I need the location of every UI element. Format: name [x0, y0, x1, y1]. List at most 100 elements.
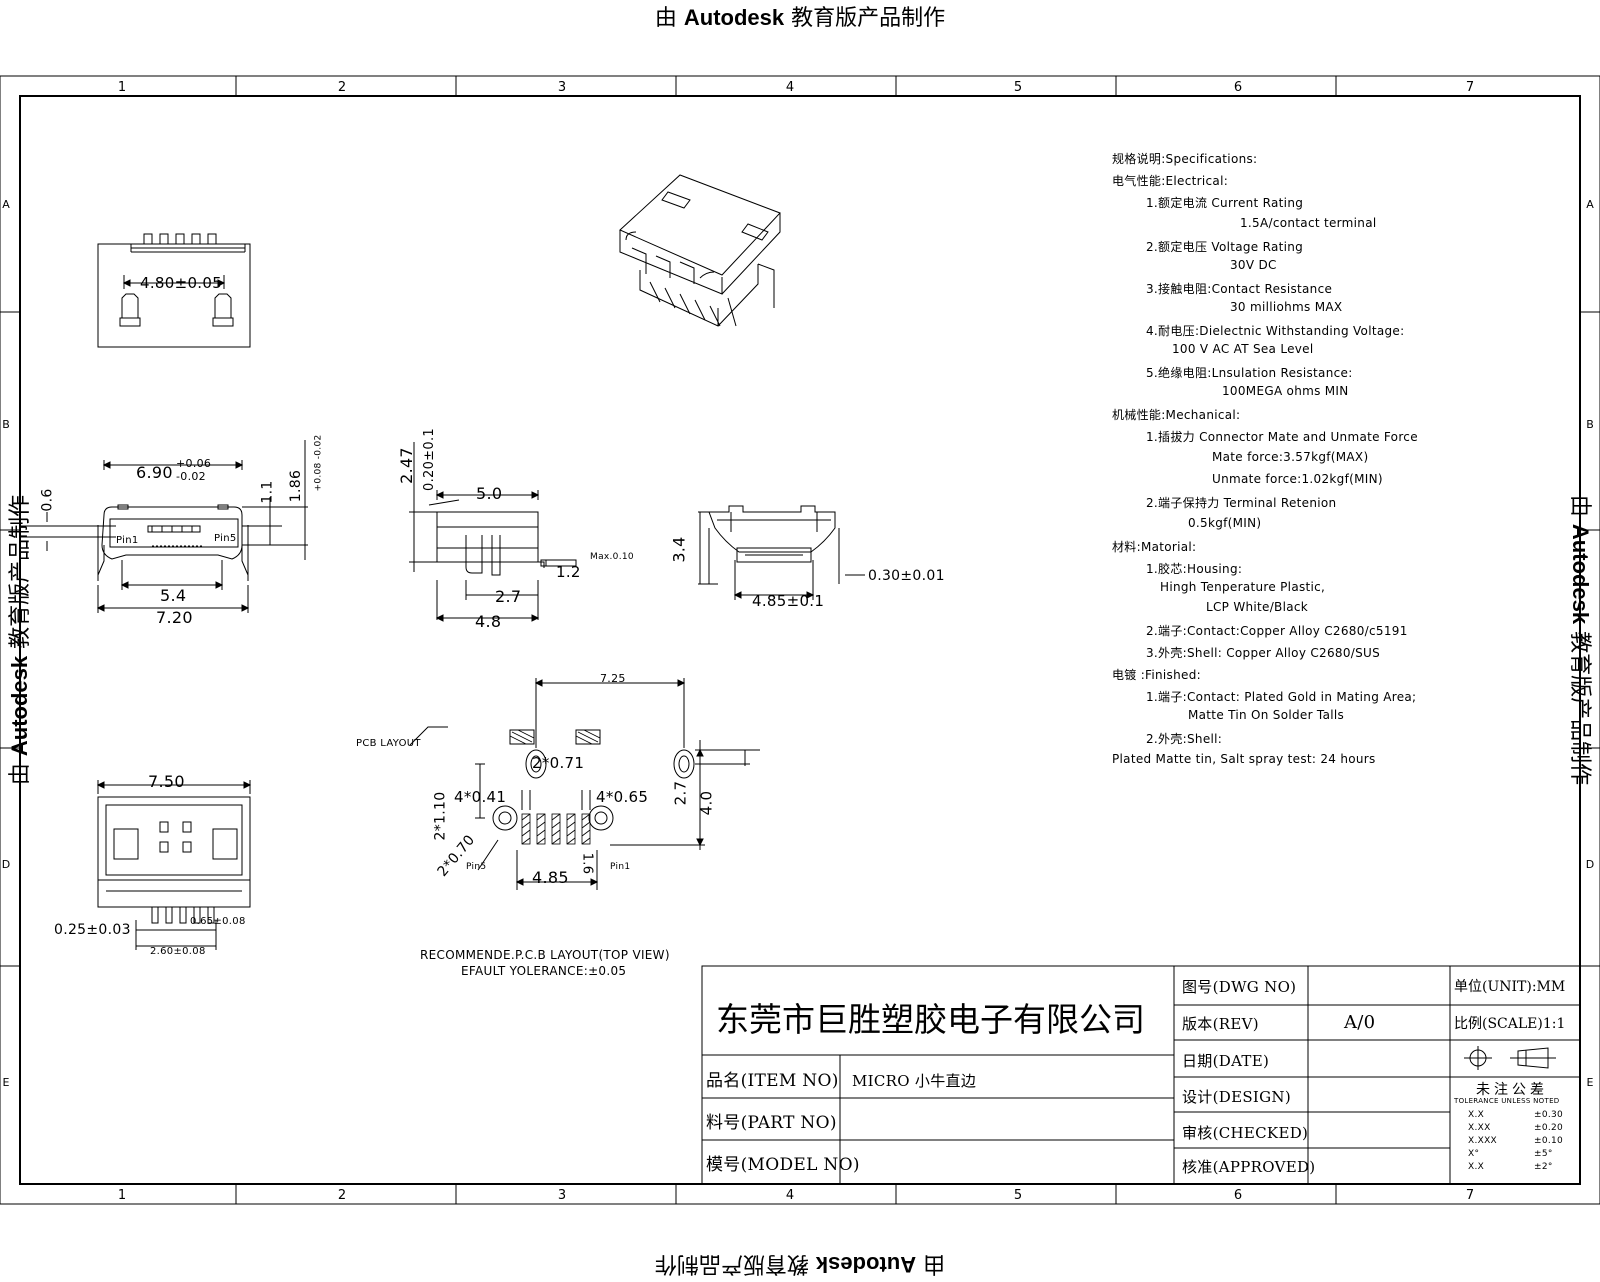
- spec-insulation: 5.绝缘电阻:Lnsulation Resistance:: [1146, 366, 1353, 380]
- zone-col-label: 3: [558, 80, 566, 95]
- spec-retention: 2.端子保持力 Terminal Retenion: [1146, 496, 1337, 510]
- zone-row-label: B: [1586, 418, 1594, 431]
- zone-col-label: 4: [786, 80, 794, 95]
- dim-front-06: 0.6: [39, 488, 56, 512]
- tolerance-value: ±2°: [1534, 1162, 1553, 1172]
- zone-row-label: E: [3, 1076, 10, 1089]
- dim-front-690: 6.90: [136, 463, 173, 482]
- dim-side-27: 2.7: [495, 587, 522, 606]
- spec-contact-res: 3.接触电阻:Contact Resistance: [1146, 282, 1333, 296]
- tolerance-value: ±0.30: [1534, 1110, 1564, 1120]
- spec-finish-shell2: Plated Matte tin, Salt spray test: 24 ho…: [1112, 752, 1376, 766]
- dim-side-48: 4.8: [475, 612, 502, 631]
- zone-col-label: 3: [558, 1188, 566, 1203]
- spec-unmate: Unmate force:1.02kgf(MIN): [1212, 472, 1383, 486]
- outer-frame: [0, 75, 1600, 1205]
- zone-col-label: 7: [1466, 1188, 1474, 1203]
- zone-row-label: A: [2, 198, 10, 211]
- zone-col-label: 5: [1014, 1188, 1022, 1203]
- spec-contact-res-val: 30 milliohms MAX: [1230, 300, 1343, 314]
- pcb-pin1-label: Pin1: [610, 862, 631, 872]
- dim-rear-485: 4.85±0.1: [752, 592, 825, 610]
- front-pin1-label: Pin1: [116, 535, 139, 546]
- spec-finish-contact: 1.端子:Contact: Plated Gold in Mating Area…: [1146, 690, 1417, 704]
- dim-front-690-tol-dn: -0.02: [176, 470, 206, 483]
- spec-shell: 3.外壳:Shell: Copper Alloy C2680/SUS: [1146, 646, 1381, 660]
- spec-mechanical: 机械性能:Mechanical:: [1112, 408, 1241, 422]
- dim-front-720: 7.20: [156, 608, 193, 627]
- dim-pcb-4x065: 4*0.65: [596, 788, 649, 806]
- iso-connector-view: [619, 174, 781, 327]
- dim-side-247: 2.47: [396, 447, 416, 484]
- zone-row-label: B: [2, 418, 10, 431]
- dim-pcb-16: 1.6: [579, 852, 595, 875]
- checked-label: 审核(CHECKED): [1182, 1124, 1309, 1142]
- part-label: 料号(PART NO): [706, 1113, 837, 1133]
- spec-material: 材料:Matorial:: [1112, 540, 1197, 554]
- watermark-brand: Autodesk: [683, 5, 785, 30]
- spec-electrical: 电气性能:Electrical:: [1112, 174, 1229, 188]
- dim-pcb-725: 7.25: [600, 672, 626, 685]
- pcb-pin5-label: Pin5: [466, 862, 487, 872]
- zone-col-label: 1: [118, 1188, 126, 1203]
- dim-front-186: 1.86: [288, 469, 305, 503]
- dim-pcb-27: 2.7: [671, 780, 690, 806]
- spec-insulation-val: 100MEGA ohms MIN: [1222, 384, 1349, 398]
- spec-mate: Mate force:3.57kgf(MAX): [1212, 450, 1369, 464]
- dim-front-186-tol: +0.08 -0.02: [313, 434, 324, 492]
- model-label: 模号(MODEL NO): [706, 1155, 860, 1175]
- dim-side-020: 0.20±0.1: [421, 428, 437, 491]
- watermark-prefix: 由: [654, 6, 677, 31]
- spec-finish-shell: 2.外壳:Shell:: [1146, 732, 1223, 746]
- zone-row-label: D: [1586, 858, 1594, 871]
- item-label: 品名(ITEM NO): [706, 1071, 839, 1091]
- pcb-note-tolerance: EFAULT YOLERANCE:±0.05: [461, 964, 627, 978]
- dim-front-54: 5.4: [160, 586, 187, 605]
- dim-pcb-2x071: 2*0.71: [532, 754, 585, 772]
- pcb-layout: [409, 678, 760, 890]
- tolerance-value: ±0.10: [1534, 1136, 1564, 1146]
- dim-side-50: 5.0: [476, 484, 503, 503]
- dim-pcb-4x041: 4*0.41: [454, 788, 507, 806]
- rev-value: A/0: [1344, 1012, 1376, 1033]
- dim-bottom-260: 2.60±0.08: [150, 946, 206, 957]
- approved-label: 核准(APPROVED): [1182, 1158, 1316, 1176]
- tolerance-key: X.X: [1468, 1162, 1485, 1172]
- watermark-top: 由 Autodesk 教育版产品制作: [0, 0, 1600, 32]
- zone-col-label: 5: [1014, 80, 1022, 95]
- dim-bottom-025: 0.25±0.03: [54, 922, 131, 938]
- spec-retention-val: 0.5kgf(MIN): [1188, 516, 1262, 530]
- dim-bottom-750: 7.50: [148, 772, 185, 791]
- tolerance-key: X°: [1468, 1149, 1480, 1159]
- title-block-grid: [701, 965, 1581, 1185]
- watermark-suffix: 教育版产品制作: [791, 6, 946, 31]
- spec-housing-val1: Hingh Tenperature Plastic,: [1160, 580, 1326, 594]
- dim-rear-030: 0.30±0.01: [868, 568, 945, 584]
- side-view: [409, 442, 577, 622]
- dim-front-11: 1.1: [259, 480, 276, 504]
- zone-col-label: 2: [338, 1188, 346, 1203]
- dim-side-12: 1.2: [556, 563, 581, 581]
- front-view: [20, 440, 308, 613]
- zone-row-label: E: [1587, 1076, 1594, 1089]
- date-label: 日期(DATE): [1182, 1052, 1270, 1070]
- dim-pcb-40: 4.0: [697, 790, 716, 816]
- unit-label: 单位(UNIT):MM: [1454, 979, 1566, 995]
- dim-side-max: Max.0.10: [590, 552, 634, 562]
- tolerance-title: 未注公差: [1476, 1082, 1548, 1098]
- tolerance-key: X.X: [1468, 1110, 1485, 1120]
- pcb-layout-label: PCB LAYOUT: [356, 738, 421, 749]
- zone-col-label: 1: [118, 80, 126, 95]
- spec-finish-contact2: Matte Tin On Solder Talls: [1188, 708, 1345, 722]
- tolerance-key: X.XXX: [1468, 1136, 1498, 1146]
- dim-pcb-485: 4.85: [532, 868, 569, 887]
- spec-contact: 2.端子:Contact:Copper Alloy C2680/c5191: [1146, 624, 1408, 638]
- zone-col-label: 6: [1234, 1188, 1242, 1203]
- dim-pcb-2x110: 2*1.10: [432, 791, 449, 841]
- tolerance-subtitle: TOLERANCE UNLESS NOTED: [1454, 1097, 1560, 1105]
- zone-col-label: 4: [786, 1188, 794, 1203]
- tolerance-value: ±5°: [1534, 1149, 1553, 1159]
- top-view: [97, 233, 251, 348]
